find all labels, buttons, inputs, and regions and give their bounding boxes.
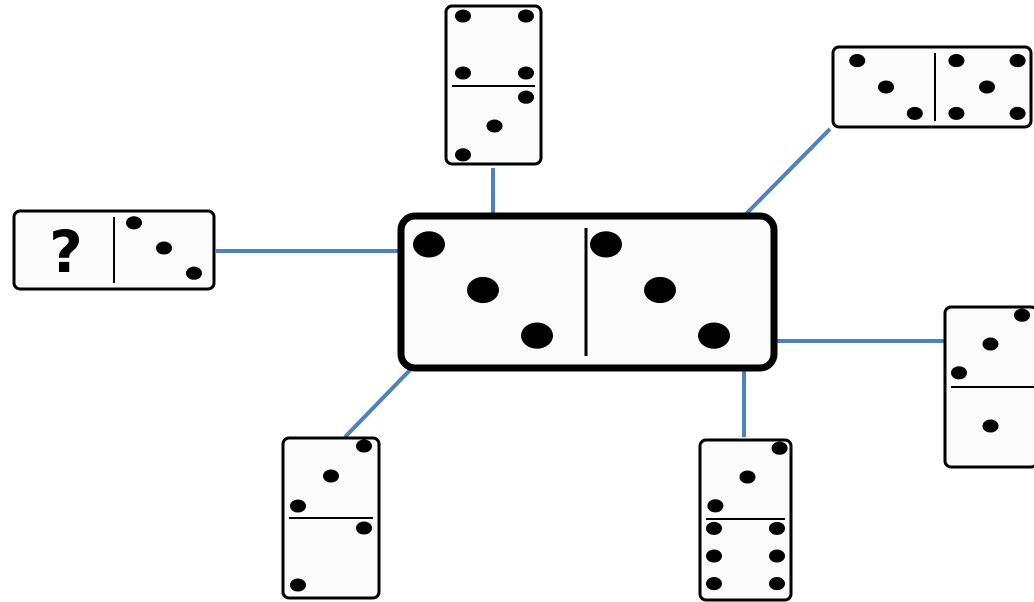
domino-bottom-right: [700, 440, 791, 600]
pip: [455, 148, 471, 161]
pip: [769, 577, 785, 590]
pip: [907, 107, 923, 120]
unknown-value-question-mark: ?: [49, 218, 83, 286]
center-domino: [401, 216, 774, 368]
pip: [290, 578, 306, 591]
pip: [707, 499, 723, 512]
pip: [979, 80, 995, 93]
pip: [706, 549, 722, 562]
pip: [706, 522, 722, 535]
pip: [1010, 54, 1026, 67]
pip: [590, 231, 622, 257]
pip: [323, 469, 339, 482]
pip: [518, 66, 534, 79]
pip: [1010, 107, 1026, 120]
pip: [951, 366, 967, 379]
pip: [644, 277, 676, 303]
pip: [948, 54, 964, 67]
pip: [698, 322, 730, 348]
pip: [983, 337, 999, 350]
pip: [290, 499, 306, 512]
domino-left: ?: [14, 211, 214, 289]
domino-right-second-half: [983, 419, 999, 432]
pip: [467, 277, 499, 303]
pip: [356, 439, 372, 452]
pip: [487, 119, 503, 132]
domino-top: [446, 6, 541, 164]
pip: [521, 322, 553, 348]
pip: [769, 522, 785, 535]
domino-right: [945, 307, 1034, 467]
pip: [769, 549, 785, 562]
pip: [772, 442, 788, 455]
pip: [186, 267, 202, 280]
domino-top-right: [833, 47, 1031, 127]
pip: [983, 419, 999, 432]
pip: [518, 9, 534, 22]
pip: [1014, 309, 1030, 322]
pip: [413, 231, 445, 257]
connector-bottom-left: [345, 370, 410, 437]
pip: [706, 577, 722, 590]
pip: [455, 9, 471, 22]
pip: [156, 241, 172, 254]
connector-top-right: [746, 129, 830, 214]
pip: [126, 216, 142, 229]
pip: [948, 107, 964, 120]
pip: [740, 470, 756, 483]
pip: [356, 521, 372, 534]
pip: [518, 91, 534, 104]
domino-bottom-left: [283, 438, 379, 598]
pip: [878, 80, 894, 93]
pip: [849, 54, 865, 67]
pip: [455, 66, 471, 79]
